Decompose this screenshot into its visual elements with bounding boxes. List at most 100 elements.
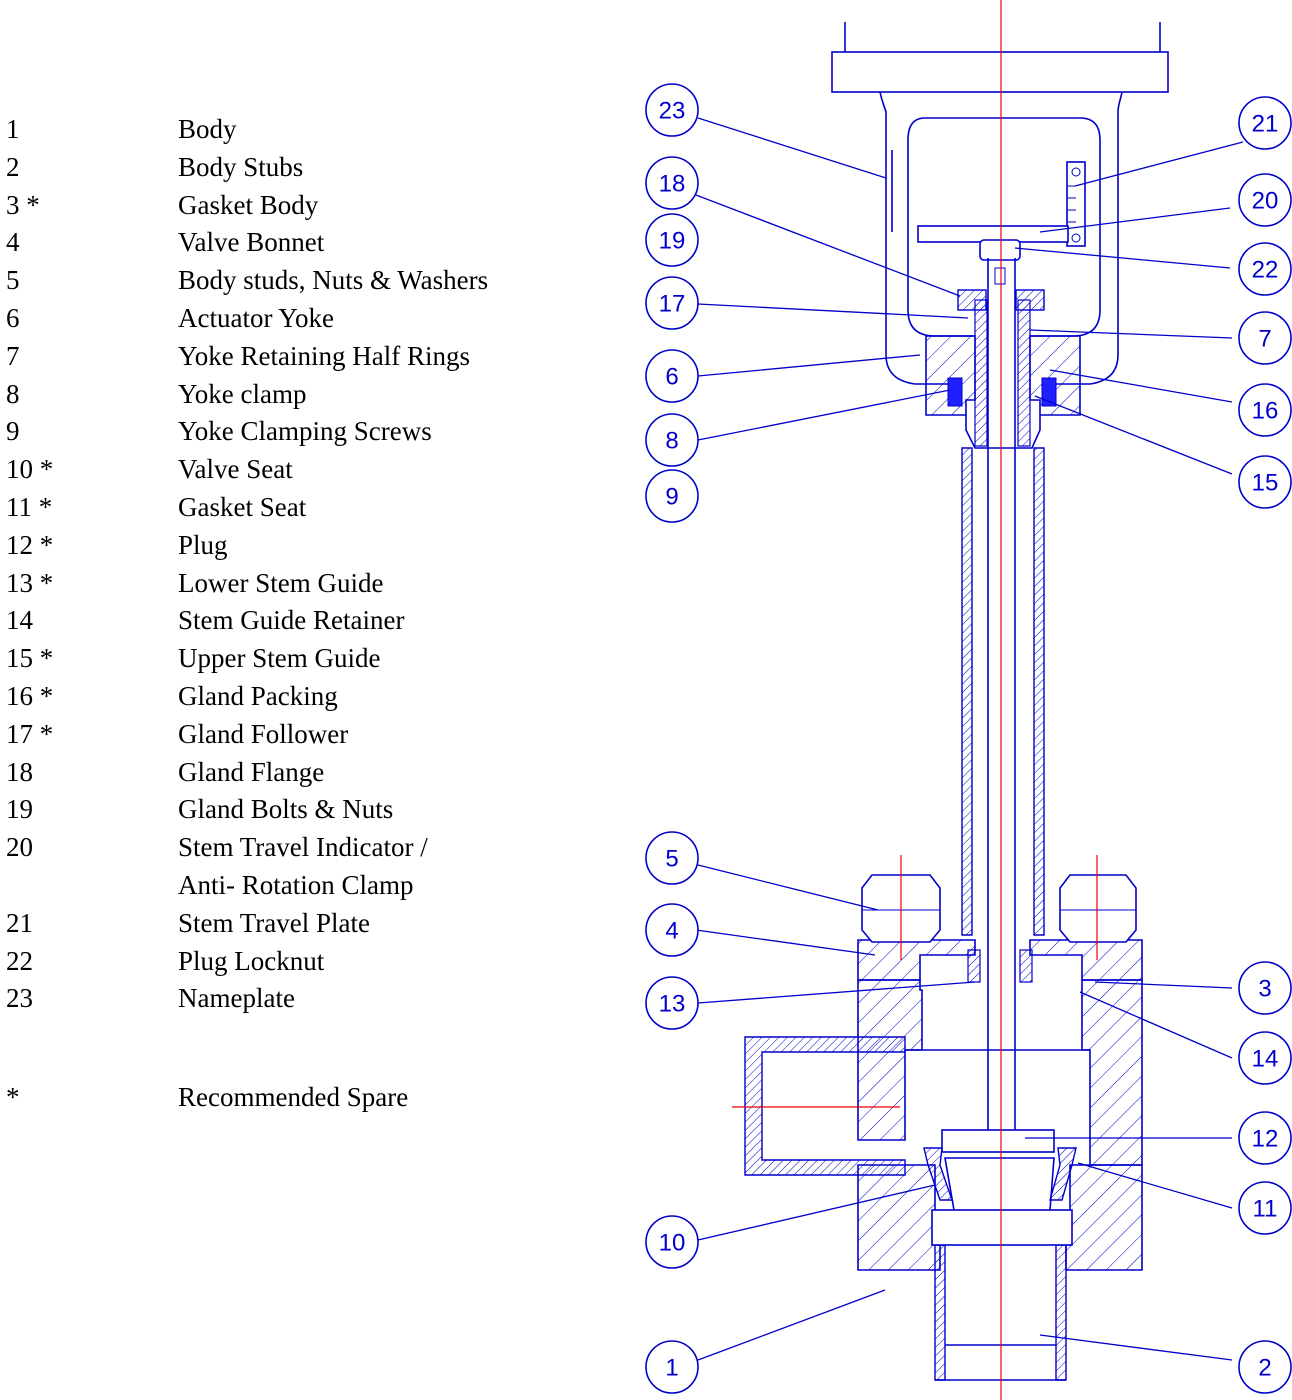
part-name: Stem Guide Retainer [178,605,405,636]
callout-bubble: 22 [1238,242,1292,296]
part-name: Yoke Retaining Half Rings [178,340,471,371]
part-name: Yoke Clamping Screws [178,416,432,447]
part-name: Stem Travel Plate [178,907,371,938]
part-name: Stem Travel Indicator / [178,832,428,863]
callout-label: 11 [1253,1196,1278,1223]
part-number: 6 [6,303,20,333]
part-number: 20 [6,832,33,863]
part-number: 1 [6,114,20,144]
callout-label: 6 [665,364,678,391]
part-name: Body Stubs [178,151,304,182]
callout-bubble: 13 [645,976,699,1030]
part-number: 15 * [6,643,54,674]
callout-circle [645,413,699,467]
part-name: Gasket Seat [178,492,307,522]
part-name: Gasket Body [178,189,319,220]
callout-circle [645,1340,699,1394]
callout-circle [1238,383,1292,437]
valve-body [857,979,1143,1271]
plug-locknut [979,239,1021,261]
part-number: 14 [6,605,33,636]
part-number: 3 * [6,189,40,220]
part-name: Plug Locknut [178,945,325,976]
callout-bubble: 3 [1238,961,1292,1015]
callout-circle [645,276,699,330]
part-name: Lower Stem Guide [178,567,384,598]
part-number: 12 * [6,529,54,560]
callout-circle [645,976,699,1030]
leader-lines [695,117,1244,1361]
callout-label: 20 [1252,188,1279,215]
callout-circle [645,469,699,523]
callout-bubble: 8 [645,413,699,467]
body-stud-nuts [861,874,1137,943]
part-number: 7 [6,340,20,371]
callout-bubble: 10 [645,1215,699,1269]
callout-label: 16 [1252,398,1279,425]
callout-bubble: 16 [1238,383,1292,437]
callout-label: 3 [1258,976,1271,1003]
callout-circle [645,1215,699,1269]
part-name: Valve Bonnet [178,227,325,258]
stem-travel-plate [1066,161,1086,247]
part-name: Valve Seat [178,454,293,485]
part-name: Gland Follower [178,718,349,749]
callout-bubble: 6 [645,349,699,403]
callout-bubble: 21 [1238,96,1292,150]
footnote-symbol: * [6,1082,20,1112]
part-number: 5 [6,265,20,296]
valve-stem [987,258,1016,1135]
callout-bubble: 7 [1238,311,1292,365]
callout-circle [645,83,699,137]
callout-circle [645,349,699,403]
part-number: 19 [6,794,33,825]
callout-bubble: 18 [645,156,699,210]
valve-bonnet [857,939,1143,983]
part-name: Gland Bolts & Nuts [178,794,394,825]
callout-bubble: 14 [1238,1031,1292,1085]
callout-bubble: 9 [645,469,699,523]
callout-label: 13 [659,991,686,1018]
part-number: 18 [6,756,33,787]
callout-label: 1 [665,1355,678,1382]
callout-label: 8 [665,428,678,455]
callout-label: 22 [1252,257,1279,284]
actuator-yoke [879,91,1123,385]
part-number: 2 [6,151,20,182]
part-number: 22 [6,945,33,976]
callout-circle [645,831,699,885]
callout-label: 10 [659,1230,686,1257]
part-name: Gland Packing [178,681,338,711]
callout-label: 23 [659,98,686,125]
callout-label: 21 [1252,111,1279,138]
callout-circle [1238,311,1292,365]
footnote-text: Recommended Spare [178,1082,409,1112]
side-body-stub [744,1036,906,1176]
callout-label: 14 [1252,1046,1279,1073]
part-name: Anti- Rotation Clamp [178,870,414,900]
part-number: 9 [6,416,20,447]
callout-circle [645,903,699,957]
callout-bubble: 19 [645,213,699,267]
callout-label: 4 [665,918,678,945]
callout-circle [645,213,699,267]
callout-circle [1238,96,1292,150]
callout-bubble: 20 [1238,173,1292,227]
part-number: 17 * [6,718,54,749]
callout-bubble: 11 [1238,1181,1292,1235]
actuator-top [831,22,1169,93]
callout-bubble: 17 [645,276,699,330]
callout-label: 12 [1252,1126,1279,1153]
part-name: Yoke clamp [178,378,307,409]
part-number: 11 * [6,492,53,522]
callout-circle [1238,173,1292,227]
part-name: Actuator Yoke [178,303,334,333]
part-name: Body [178,114,237,144]
callout-circle [1238,242,1292,296]
callout-circle [1238,455,1292,509]
part-name: Plug [178,529,228,560]
callout-circle [1238,1031,1292,1085]
part-name: Body studs, Nuts & Washers [178,265,489,296]
